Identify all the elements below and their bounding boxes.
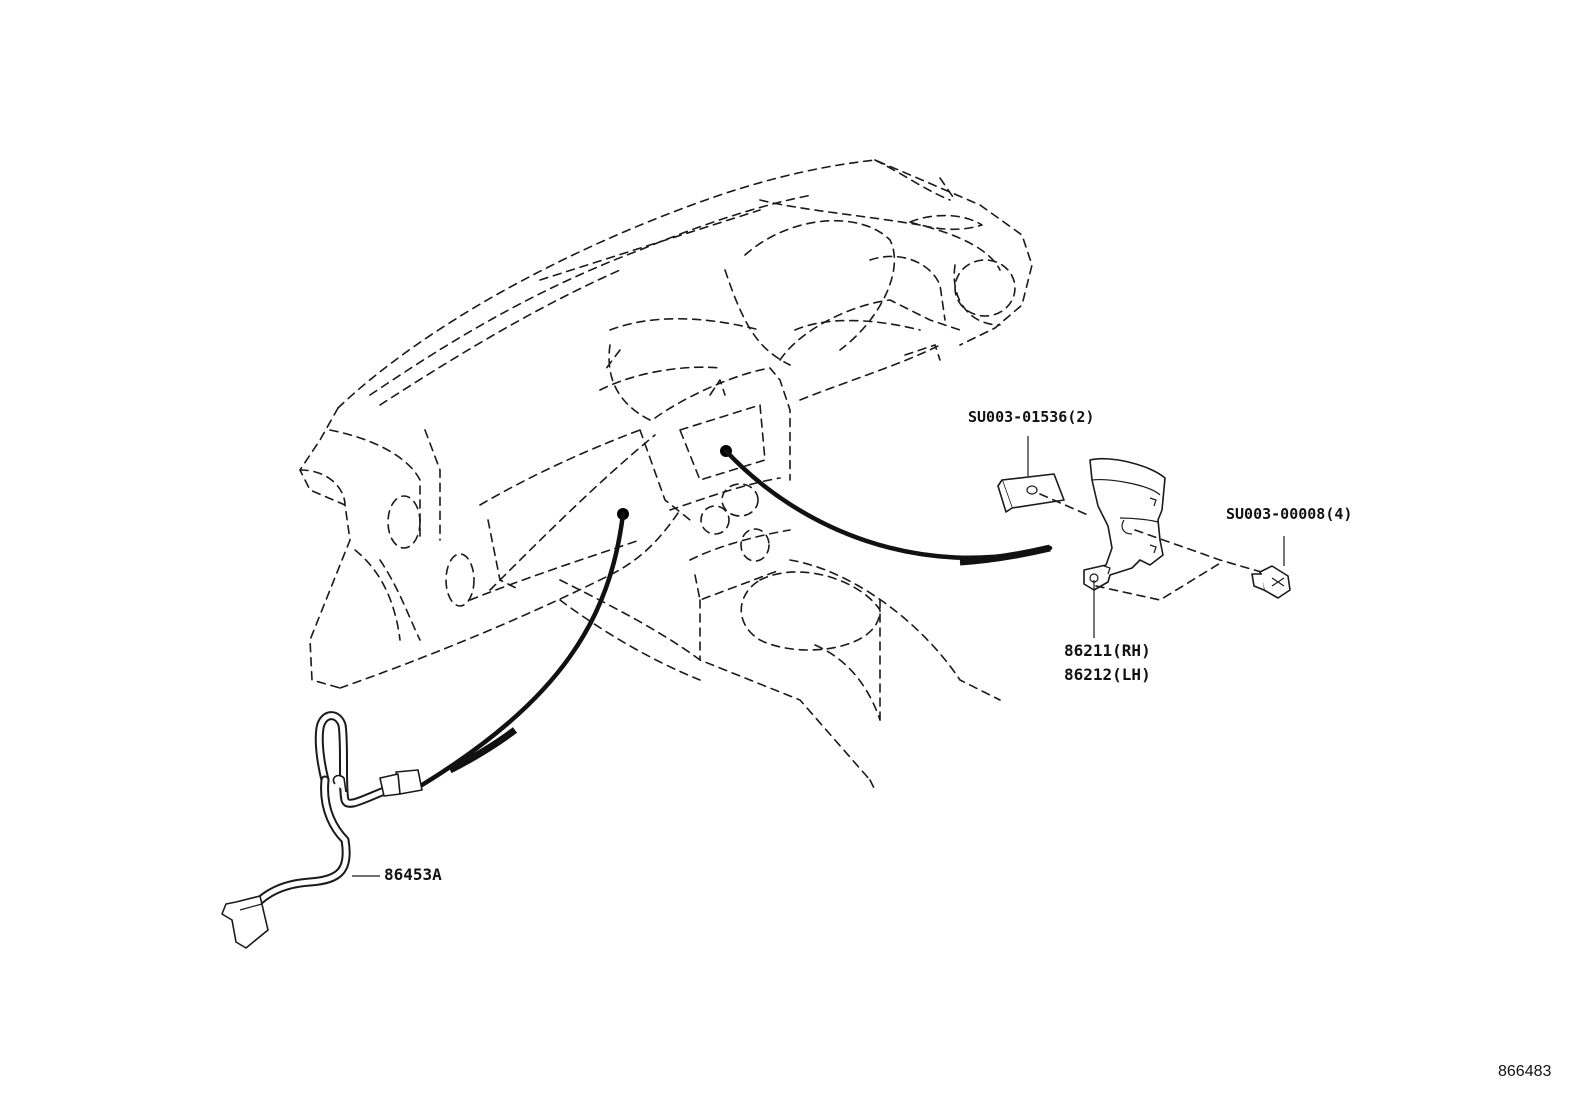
clip-part: [997, 436, 1091, 517]
harness-pointer-arrow: [448, 727, 518, 774]
harness-part-number-label: 86453A: [384, 865, 442, 884]
bracket-lh-part-number-label: 86212(LH): [1064, 665, 1151, 684]
location-pointers: [419, 445, 1053, 788]
clip-part-number-label: SU003-01536(2): [968, 408, 1095, 426]
illustration-reference-number: 866483: [1498, 1063, 1552, 1080]
wire-harness-part: [221, 711, 423, 949]
bracket-pointer-arrow: [959, 544, 1051, 566]
bolt-part-number-label: SU003-00008(4): [1226, 505, 1353, 523]
bracket-rh-part-number-label: 86211(RH): [1064, 641, 1151, 660]
dashboard-outline: [299, 159, 1033, 791]
bracket-part: [1083, 457, 1269, 638]
bolt-part: [1251, 536, 1291, 599]
